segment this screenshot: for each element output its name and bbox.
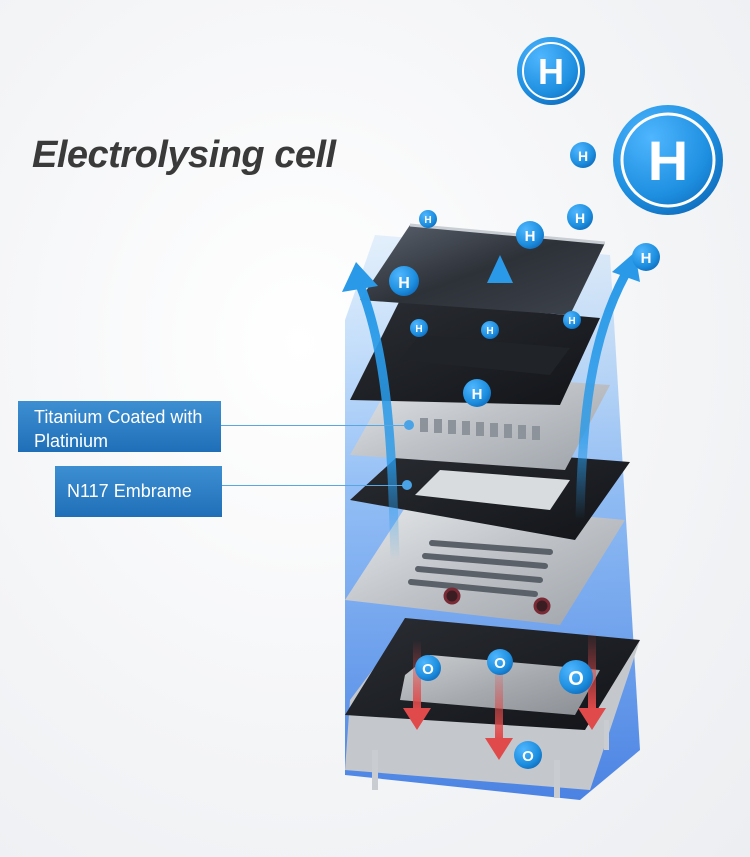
svg-text:H: H <box>415 324 422 335</box>
oxygen-molecule: O <box>415 655 441 681</box>
hydrogen-molecule-small: H <box>516 221 544 249</box>
port-fitting <box>533 597 551 615</box>
svg-text:H: H <box>538 51 564 92</box>
label-membrane: N117 Embrame <box>55 466 222 517</box>
svg-text:H: H <box>424 215 431 226</box>
leader-dot-membrane <box>402 480 412 490</box>
arrow-up-center-head <box>487 255 513 283</box>
oxygen-molecule: O <box>514 741 542 769</box>
oxygen-molecule: O <box>559 660 593 694</box>
oxygen-flow-arrows <box>403 630 606 760</box>
svg-text:H: H <box>568 316 575 327</box>
arrow-down-right-head <box>578 708 606 730</box>
arrow-up-right <box>575 272 629 521</box>
svg-text:O: O <box>568 668 584 690</box>
svg-text:H: H <box>486 326 493 337</box>
label-titanium-line1: Titanium Coated with <box>34 407 203 427</box>
svg-text:H: H <box>641 250 652 267</box>
hydrogen-molecule-small: H <box>463 379 491 407</box>
diagram-title: Electrolysing cell <box>32 134 336 176</box>
svg-text:O: O <box>494 655 506 672</box>
hydrogen-molecule-small: H <box>632 243 660 271</box>
hydrogen-molecules: H H H H H H H H <box>389 37 723 407</box>
arrow-down-center-head <box>485 738 513 760</box>
hydrogen-molecule-large: H <box>613 105 723 215</box>
leader-dot-titanium <box>404 420 414 430</box>
arrow-up-left-head <box>342 262 378 292</box>
stand-leg <box>554 760 560 798</box>
hydrogen-molecule-small: H <box>481 321 499 339</box>
arrow-down-right <box>588 630 596 710</box>
svg-text:O: O <box>522 748 534 765</box>
upper-frame-window <box>400 335 570 375</box>
arrow-down-left-head <box>403 708 431 730</box>
svg-text:H: H <box>525 228 536 245</box>
label-titanium-line2: Platinium <box>34 431 109 451</box>
stand-leg <box>604 720 609 750</box>
svg-text:H: H <box>578 148 588 164</box>
top-cover-edge <box>409 223 606 245</box>
svg-text:H: H <box>648 129 688 192</box>
arrow-up-left <box>355 283 400 561</box>
membrane-window <box>415 470 570 510</box>
oxygen-molecule: O <box>487 649 513 675</box>
svg-text:H: H <box>472 386 483 403</box>
oxygen-molecules: O O O O <box>415 649 593 769</box>
hydrogen-molecule-small: H <box>563 311 581 329</box>
svg-text:H: H <box>398 275 410 292</box>
stand-leg <box>372 750 378 790</box>
hydrogen-molecule-small: H <box>419 210 437 228</box>
label-titanium-platinum: Titanium Coated with Platinium <box>18 401 221 452</box>
leader-line-membrane <box>222 485 404 486</box>
hydrogen-molecule-small: H <box>389 266 419 296</box>
hydrogen-molecule-small: H <box>570 142 596 168</box>
hydrogen-molecule-medium: H <box>517 37 585 105</box>
hydrogen-molecule-small: H <box>567 204 593 230</box>
top-cover-plate <box>360 225 605 315</box>
leader-line-titanium <box>221 425 406 426</box>
titanium-grid <box>420 418 540 440</box>
flow-channels <box>408 540 553 597</box>
hydrogen-molecule-small: H <box>410 319 428 337</box>
arrow-down-left <box>413 640 421 710</box>
arrow-down-center <box>495 660 503 740</box>
svg-text:H: H <box>575 210 585 226</box>
port-fitting <box>443 587 461 605</box>
svg-text:O: O <box>422 661 434 678</box>
